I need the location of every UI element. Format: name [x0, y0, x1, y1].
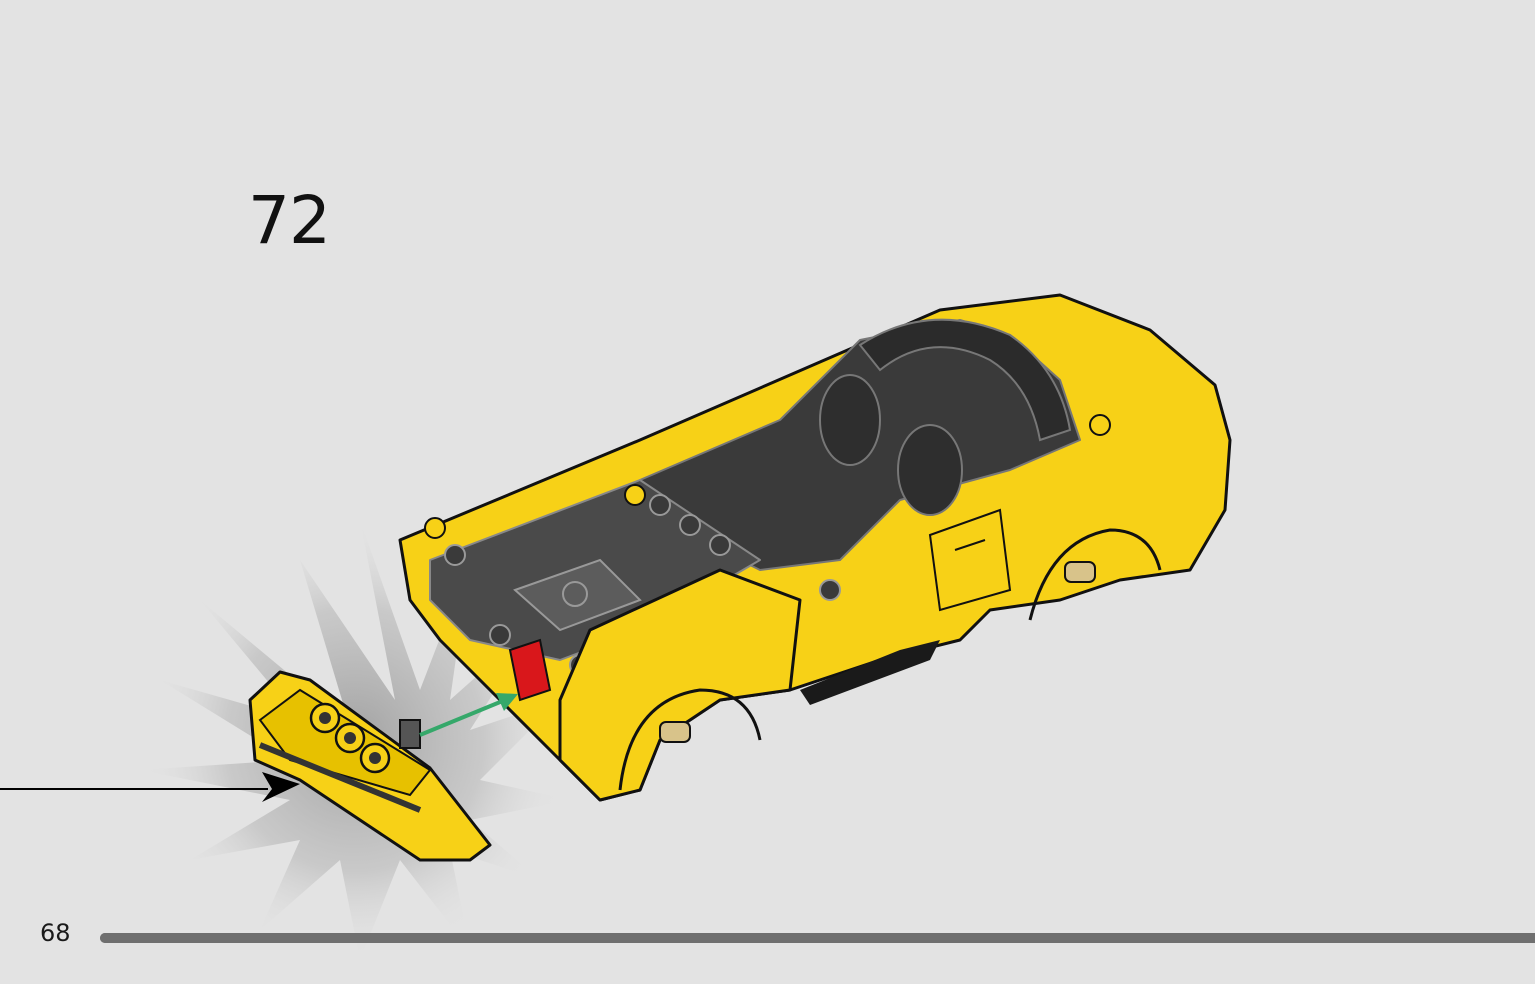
progress-bar-fill: [100, 933, 1535, 943]
step-number: 72: [248, 182, 331, 259]
page-number: 68: [40, 919, 71, 947]
new-part-wedge-plate: [248, 670, 492, 862]
progress-bar: [100, 933, 1535, 943]
assembly-arrow-icon: [419, 693, 518, 737]
callout-arrow-icon: [0, 772, 300, 802]
car-model: [398, 293, 1232, 802]
